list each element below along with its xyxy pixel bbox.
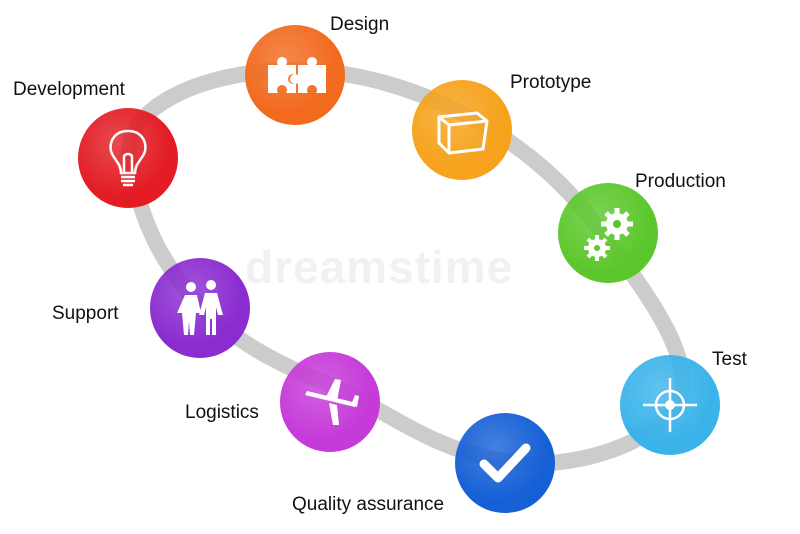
airplane-icon (305, 379, 359, 425)
crosshair-icon (643, 378, 697, 432)
stage-prototype-label: Prototype (510, 72, 592, 93)
stage-design-circle (245, 25, 345, 125)
stage-test-label: Test (712, 349, 747, 370)
puzzle-icon (268, 57, 326, 93)
stage-production-label: Production (635, 171, 726, 192)
stage-design-label: Design (330, 14, 390, 35)
stage-logistics-label: Logistics (185, 402, 259, 423)
box-icon (437, 111, 489, 155)
checkmark-icon (479, 443, 531, 483)
stage-development-circle (78, 108, 178, 208)
stage-quality-assurance-circle (455, 413, 555, 513)
people-icon (177, 280, 223, 335)
lightbulb-icon (109, 129, 147, 187)
stage-production-circle (558, 183, 658, 283)
stage-logistics-circle (280, 352, 380, 452)
stage-support-label: Support (52, 303, 119, 324)
stage-quality-assurance-label: Quality assurance (292, 494, 445, 515)
watermark: dreamstime (245, 241, 514, 293)
stage-support-circle (150, 258, 250, 358)
stage-test-circle (620, 355, 720, 455)
gears-icon (584, 208, 633, 261)
stage-development-label: Development (13, 79, 125, 100)
stage-prototype-circle (412, 80, 512, 180)
